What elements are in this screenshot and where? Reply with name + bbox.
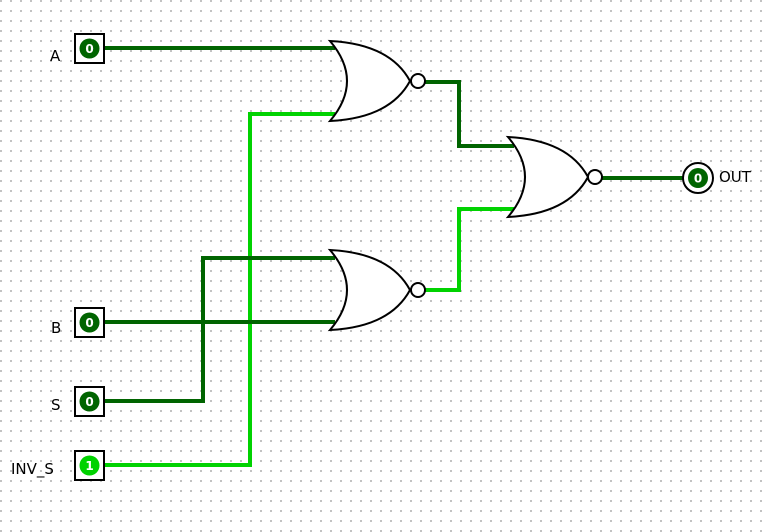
nor-gate-1[interactable] xyxy=(327,39,426,123)
wire-nor1-out xyxy=(425,80,514,148)
input-pin-s[interactable]: 0 xyxy=(74,386,105,417)
input-pin-a[interactable]: 0 xyxy=(74,33,105,64)
wire-inv-s xyxy=(102,112,335,467)
input-s-value: 0 xyxy=(85,395,93,409)
input-pin-inv-s[interactable]: 1 xyxy=(74,450,105,481)
input-pin-b[interactable]: 0 xyxy=(74,307,105,338)
input-a-value: 0 xyxy=(85,42,93,56)
output-out-label: OUT xyxy=(719,168,752,186)
output-pin-out[interactable]: 0 xyxy=(682,162,714,194)
input-b-value: 0 xyxy=(85,316,93,330)
wire-s xyxy=(102,256,335,403)
input-b-label: B xyxy=(51,319,61,337)
nor-gate-3[interactable] xyxy=(505,135,603,219)
input-inv-s-value: 1 xyxy=(85,459,93,473)
nor-gate-2[interactable] xyxy=(327,248,426,332)
input-a-label: A xyxy=(50,47,61,65)
wire-nor2-out xyxy=(425,207,514,292)
input-s-label: S xyxy=(51,396,61,414)
output-out-value: 0 xyxy=(694,172,702,186)
input-inv-s-label: INV_S xyxy=(11,460,54,479)
